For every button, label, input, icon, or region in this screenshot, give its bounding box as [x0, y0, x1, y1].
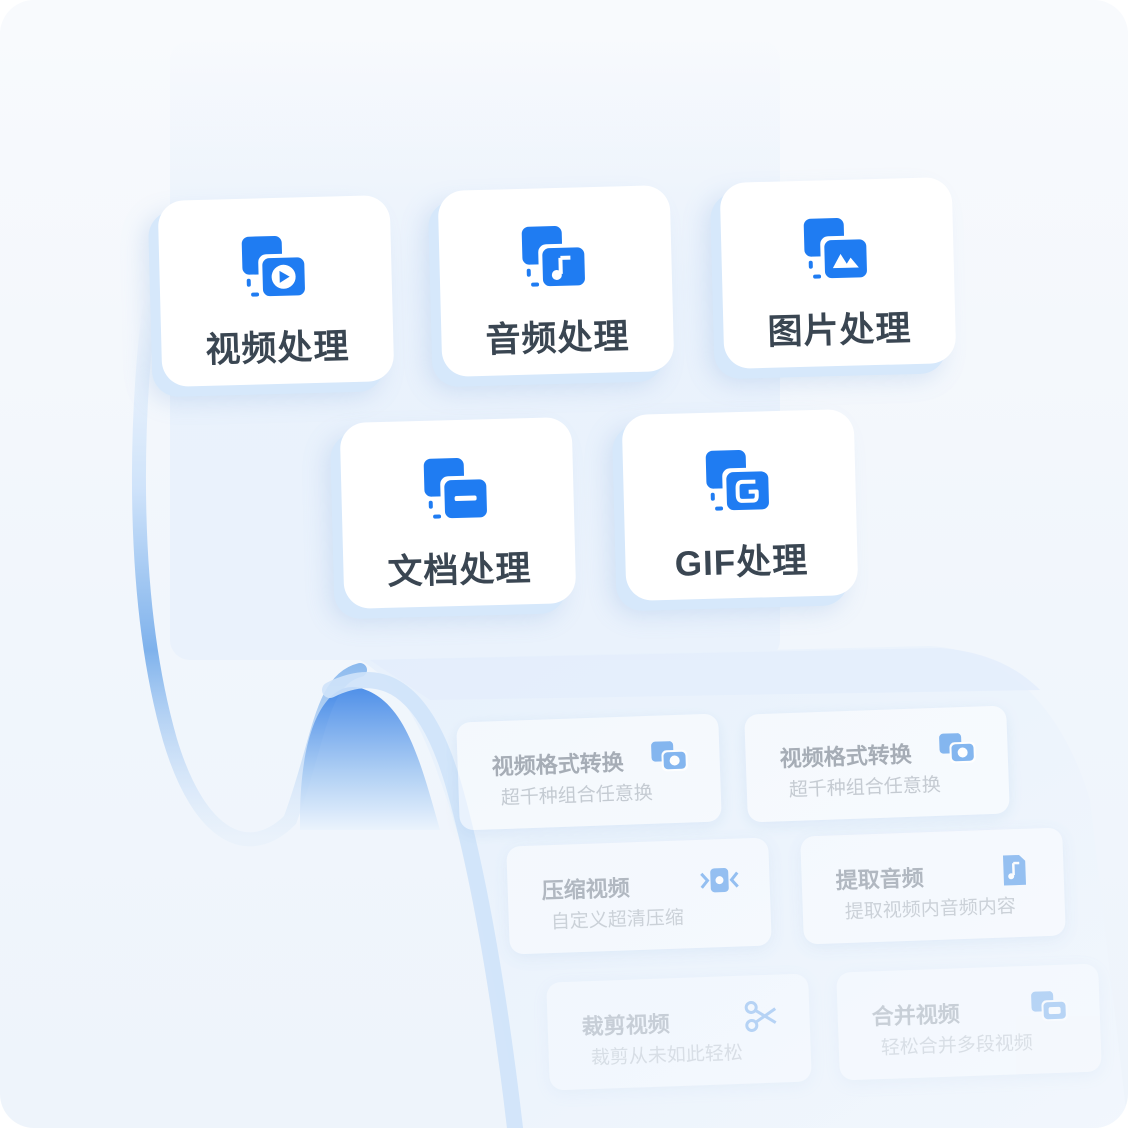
gif-icon	[705, 450, 771, 513]
audio-file-icon	[1002, 854, 1027, 886]
category-label: 视频处理	[205, 327, 350, 370]
scissors-icon	[744, 1000, 777, 1032]
feature-subtitle: 超千种组合任意换	[500, 782, 654, 810]
merge-icon	[1031, 991, 1068, 1022]
feature-tile-crop[interactable]: 裁剪视频 裁剪从未如此轻松	[546, 973, 812, 1091]
category-card-image[interactable]: 图片处理	[719, 176, 957, 370]
music-icon	[521, 226, 587, 289]
feature-subtitle: 裁剪从未如此轻松	[590, 1042, 744, 1070]
category-card-document[interactable]: 文档处理	[339, 416, 577, 610]
category-label: GIF处理	[674, 541, 809, 584]
feature-title: 提取音频	[835, 865, 925, 894]
feature-tile-video-convert[interactable]: 视频格式转换 超千种组合任意换	[456, 713, 722, 831]
feature-subtitle: 提取视频内音频内容	[844, 896, 1017, 924]
video-icon	[241, 236, 307, 299]
feature-tile-compress[interactable]: 压缩视频 自定义超清压缩	[506, 837, 772, 955]
category-label: 文档处理	[387, 549, 532, 592]
feature-title: 压缩视频	[541, 875, 631, 904]
image-icon	[803, 218, 869, 281]
feature-title: 视频格式转换	[491, 749, 625, 780]
compress-icon	[700, 868, 739, 893]
category-label: 图片处理	[767, 309, 912, 352]
video-convert-icon	[939, 733, 976, 764]
feature-subtitle: 自定义超清压缩	[550, 907, 685, 934]
feature-title: 裁剪视频	[581, 1011, 671, 1040]
category-label: 音频处理	[485, 317, 630, 360]
category-card-audio[interactable]: 音频处理	[437, 184, 675, 378]
feature-subtitle: 超千种组合任意换	[788, 774, 942, 802]
video-convert-icon	[651, 741, 688, 772]
feature-title: 合并视频	[871, 1001, 961, 1030]
feature-tile-extract-audio[interactable]: 提取音频 提取视频内音频内容	[800, 827, 1066, 945]
category-card-video[interactable]: 视频处理	[157, 194, 395, 388]
feature-tile-merge[interactable]: 合并视频 轻松合并多段视频	[836, 963, 1102, 1081]
category-card-gif[interactable]: GIF处理	[621, 408, 859, 602]
feature-subtitle: 轻松合并多段视频	[880, 1032, 1034, 1060]
document-icon	[423, 458, 489, 521]
feature-title: 视频格式转换	[779, 741, 913, 772]
feature-tile-video-convert[interactable]: 视频格式转换 超千种组合任意换	[744, 705, 1010, 823]
